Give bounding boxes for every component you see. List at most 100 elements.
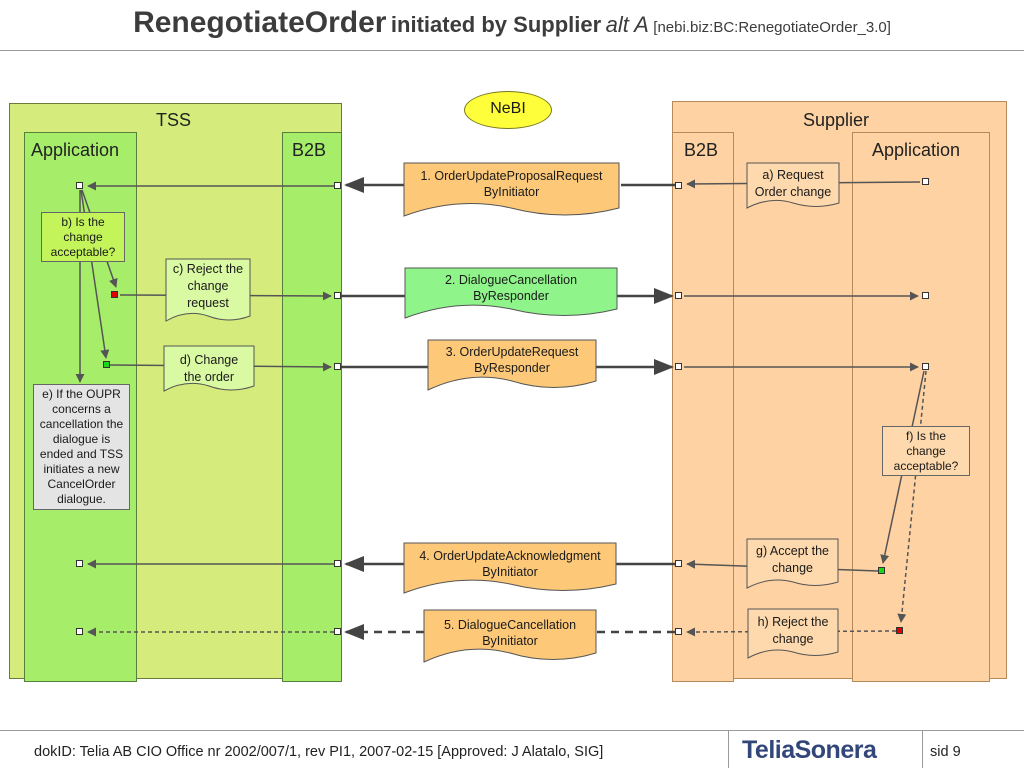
supplier-reject-port xyxy=(896,627,903,634)
note-a-line1: a) Request xyxy=(762,168,824,182)
tss-b2b-label: B2B xyxy=(292,140,327,160)
supplier-application-label: Application xyxy=(872,140,961,160)
note-b-line1: b) Is the xyxy=(61,215,105,229)
note-e-line4: dialogue is xyxy=(52,432,111,446)
slide-number: sid 9 xyxy=(930,744,961,760)
message-3: 3. OrderUpdateRequest ByResponder xyxy=(428,344,596,376)
tss-b2b-port-row4 xyxy=(334,560,341,567)
title-alt: alt A xyxy=(605,12,649,37)
note-f: f) Is the change acceptable? xyxy=(882,426,970,476)
supplier-application-lane xyxy=(852,132,990,682)
message-5: 5. DialogueCancellation ByInitiator xyxy=(424,617,596,649)
supplier-app-port-row3 xyxy=(922,363,929,370)
message-2: 2. DialogueCancellation ByResponder xyxy=(405,272,617,304)
note-c-line2: change xyxy=(187,279,229,293)
note-g-shape xyxy=(746,538,839,589)
message-3-line1: 3. OrderUpdateRequest xyxy=(445,345,579,359)
note-e-line1: e) If the OUPR xyxy=(42,387,121,401)
supplier-b2b-port-row1 xyxy=(675,182,682,189)
teliasonera-logo: TeliaSonera xyxy=(742,736,877,764)
note-c-shape xyxy=(165,258,251,322)
note-c: c) Reject the change request xyxy=(166,261,250,312)
note-e-line8: dialogue. xyxy=(57,492,106,506)
tss-app-port-row1 xyxy=(76,182,83,189)
message-1: 1. OrderUpdateProposalRequest ByInitiato… xyxy=(404,168,619,200)
note-d-shape xyxy=(163,345,255,392)
supplier-accept-port xyxy=(878,567,885,574)
note-e-line7: CancelOrder xyxy=(47,477,116,491)
supplier-b2b-port-row2 xyxy=(675,292,682,299)
tss-lane-label: TSS xyxy=(156,110,192,130)
message-3-shape xyxy=(427,339,597,391)
message-3-line2: ByResponder xyxy=(474,361,550,375)
note-e: e) If the OUPR concerns a cancellation t… xyxy=(33,384,130,510)
note-e-line2: concerns a xyxy=(52,402,111,416)
tss-app-port-row4 xyxy=(76,560,83,567)
footer-separator-right xyxy=(922,731,923,768)
footer-doc-id: dokID: Telia AB CIO Office nr 2002/007/1… xyxy=(34,744,604,760)
message-1-line1: 1. OrderUpdateProposalRequest xyxy=(420,169,603,183)
title-ref: [nebi.biz:BC:RenegotiateOrder_3.0] xyxy=(653,19,891,36)
note-h-line1: h) Reject the xyxy=(757,615,829,629)
supplier-app-port-row2 xyxy=(922,292,929,299)
supplier-b2b-port-row3 xyxy=(675,363,682,370)
footer-separator-left xyxy=(728,731,729,768)
note-h-shape xyxy=(747,608,839,659)
message-4-line2: ByInitiator xyxy=(482,565,538,579)
footer-divider xyxy=(0,730,1024,731)
tss-b2b-port-row1 xyxy=(334,182,341,189)
page-title: RenegotiateOrder initiated by Supplier a… xyxy=(0,6,1024,40)
note-c-line1: c) Reject the xyxy=(172,262,244,276)
supplier-b2b-port-row4 xyxy=(675,560,682,567)
title-sub: initiated by Supplier xyxy=(390,12,602,37)
message-2-shape xyxy=(404,267,618,319)
note-g-line2: change xyxy=(771,561,813,575)
message-2-line2: ByResponder xyxy=(473,289,549,303)
title-divider xyxy=(0,50,1024,51)
note-e-line6: initiates a new xyxy=(43,462,120,476)
supplier-app-to-reject-arrow xyxy=(897,370,927,623)
note-a-line2: Order change xyxy=(754,185,832,199)
message-5-line1: 5. DialogueCancellation xyxy=(443,618,577,632)
note-g-line1: g) Accept the xyxy=(756,544,829,558)
note-g: g) Accept the change xyxy=(747,543,838,577)
tss-change-port xyxy=(103,361,110,368)
message-5-line2: ByInitiator xyxy=(482,634,538,648)
note-f-line1: f) Is the xyxy=(905,429,946,443)
supplier-b2b-port-row5 xyxy=(675,628,682,635)
supplier-lane-label: Supplier xyxy=(803,110,870,130)
message-5-shape xyxy=(423,609,597,663)
supplier-app-port-row1 xyxy=(922,178,929,185)
note-h: h) Reject the change xyxy=(748,614,838,648)
nebi-label: NeBI xyxy=(490,100,526,117)
note-b: b) Is the change acceptable? xyxy=(41,212,125,262)
note-d: d) Change the order xyxy=(164,352,254,386)
note-b-line3: acceptable? xyxy=(50,245,116,259)
note-b-line2: change xyxy=(63,230,103,244)
tss-app-port-row5 xyxy=(76,628,83,635)
note-e-line5: ended and TSS xyxy=(39,447,124,461)
note-d-line1: d) Change xyxy=(179,353,239,367)
note-h-line2: change xyxy=(772,632,814,646)
tss-b2b-port-row5 xyxy=(334,628,341,635)
tss-b2b-port-row2 xyxy=(334,292,341,299)
nebi-ellipse: NeBI xyxy=(464,91,552,129)
message-1-line2: ByInitiator xyxy=(483,185,540,199)
message-2-line1: 2. DialogueCancellation xyxy=(444,273,578,287)
tss-b2b-port-row3 xyxy=(334,363,341,370)
note-e-line3: cancellation the xyxy=(39,417,124,431)
supplier-b2b-label: B2B xyxy=(684,140,719,160)
title-main: RenegotiateOrder xyxy=(133,6,387,39)
note-f-line3: acceptable? xyxy=(893,459,959,473)
note-a-shape xyxy=(746,162,840,209)
message-4-line1: 4. OrderUpdateAcknowledgment xyxy=(419,549,601,563)
message-4-shape xyxy=(403,542,617,594)
note-c-line3: request xyxy=(187,296,229,310)
supplier-b2b-lane xyxy=(672,132,734,682)
tss-application-label: Application xyxy=(31,140,120,160)
note-a: a) Request Order change xyxy=(747,167,839,201)
message-4: 4. OrderUpdateAcknowledgment ByInitiator xyxy=(404,548,616,580)
note-f-line2: change xyxy=(906,444,946,458)
note-d-line2: the order xyxy=(183,370,235,384)
